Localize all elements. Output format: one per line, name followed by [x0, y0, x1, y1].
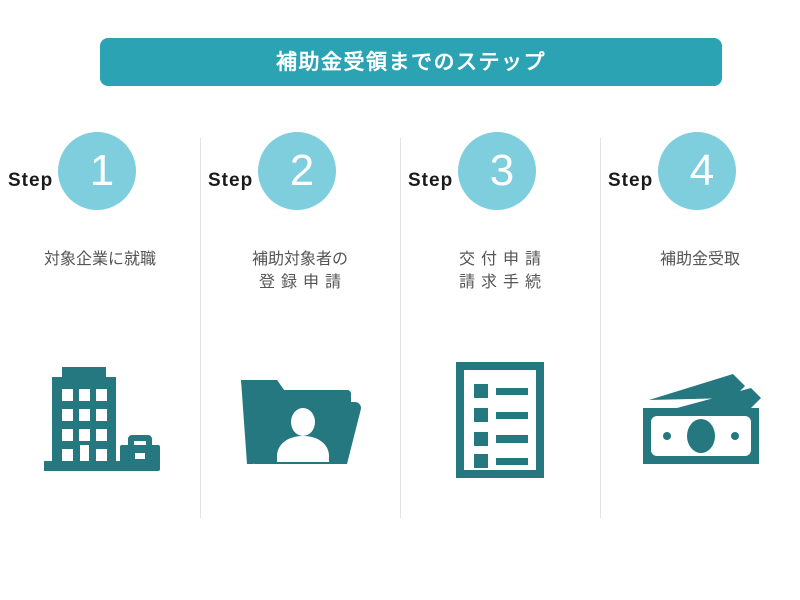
step-circle-1: [58, 132, 136, 210]
column-divider: [400, 138, 401, 518]
step-circle-2: [258, 132, 336, 210]
step-header-2: 2 Step: [200, 120, 400, 220]
banknotes-cash-icon: [600, 350, 800, 490]
step-description-line: 補助金受取: [659, 251, 740, 268]
step-label-2: Step: [208, 170, 254, 191]
step-description-3: 交付申請 請求手続: [400, 248, 600, 294]
step-column-3: 3 Step 交付申請 請求手続: [400, 120, 600, 518]
step-circle-4: [658, 132, 736, 210]
page-title: 補助金受領までのステップ: [276, 50, 546, 74]
step-description-line: 請求手続: [458, 274, 547, 292]
steps-row: 1 Step 対象企業に就職: [0, 120, 800, 518]
folder-person-icon: [200, 350, 400, 490]
step-number-4: 4: [689, 146, 715, 195]
step-description-line: 対象企業に就職: [43, 251, 156, 268]
step-description-1: 対象企業に就職: [0, 248, 200, 271]
step-label-1: Step: [8, 170, 54, 191]
step-column-1: 1 Step 対象企業に就職: [0, 120, 200, 510]
header-banner: 補助金受領までのステップ: [100, 38, 722, 86]
step-number-1: 1: [89, 146, 115, 195]
checklist-document-icon: [400, 350, 600, 490]
step-description-4: 補助金受取: [600, 248, 800, 271]
step-description-line: 登録申請: [258, 274, 347, 292]
column-divider: [600, 138, 601, 518]
step-header-3: 3 Step: [400, 120, 600, 220]
office-building-briefcase-icon: [0, 350, 200, 490]
step-column-2: 2 Step 補助対象者の 登録申請: [200, 120, 400, 518]
step-circle-3: [458, 132, 536, 210]
step-column-4: 4 Step 補助金受取: [600, 120, 800, 518]
step-label-3: Step: [408, 170, 454, 191]
step-description-line: 補助対象者の: [251, 251, 348, 268]
step-description-2: 補助対象者の 登録申請: [200, 248, 400, 294]
step-header-1: 1 Step: [0, 120, 200, 220]
step-number-3: 3: [489, 146, 515, 195]
step-number-2: 2: [289, 146, 315, 195]
step-description-line: 交付申請: [458, 251, 547, 268]
step-label-4: Step: [608, 170, 654, 191]
step-header-4: 4 Step: [600, 120, 800, 220]
column-divider: [200, 138, 201, 518]
